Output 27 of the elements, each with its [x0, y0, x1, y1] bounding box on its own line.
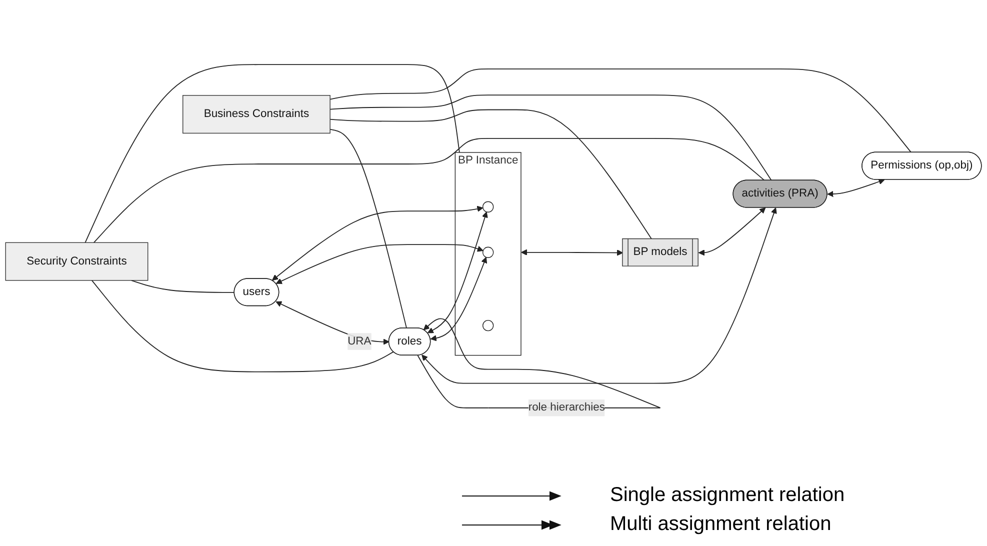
- node-box: Business Constraints: [182, 94, 330, 134]
- connector: [91, 280, 394, 372]
- arrow: [276, 244, 484, 284]
- arrow: [521, 248, 624, 256]
- connector: [330, 94, 772, 180]
- node-circle: [482, 246, 494, 258]
- legend-text: Multi assignment relation: [610, 513, 832, 536]
- connector: [93, 138, 765, 243]
- connector: [330, 108, 652, 240]
- connector: [330, 128, 408, 328]
- connector: [84, 64, 460, 243]
- node-box: Security Constraints: [5, 242, 148, 280]
- cluster: BP Instance: [454, 152, 522, 356]
- connector: [130, 280, 235, 292]
- arrow: [422, 207, 777, 384]
- edge-label: URA: [348, 334, 372, 347]
- edge-label: role hierarchies: [528, 401, 605, 414]
- node-circle: [482, 320, 494, 331]
- node-circle: [482, 200, 494, 212]
- connector: [330, 68, 912, 152]
- arrow: [276, 300, 390, 344]
- arrow: [430, 256, 488, 341]
- arrow: [272, 205, 484, 280]
- arrow: [698, 207, 766, 256]
- arrow: [827, 178, 885, 197]
- legend-text: Single assignment relation: [610, 484, 845, 507]
- arrow: [427, 211, 488, 333]
